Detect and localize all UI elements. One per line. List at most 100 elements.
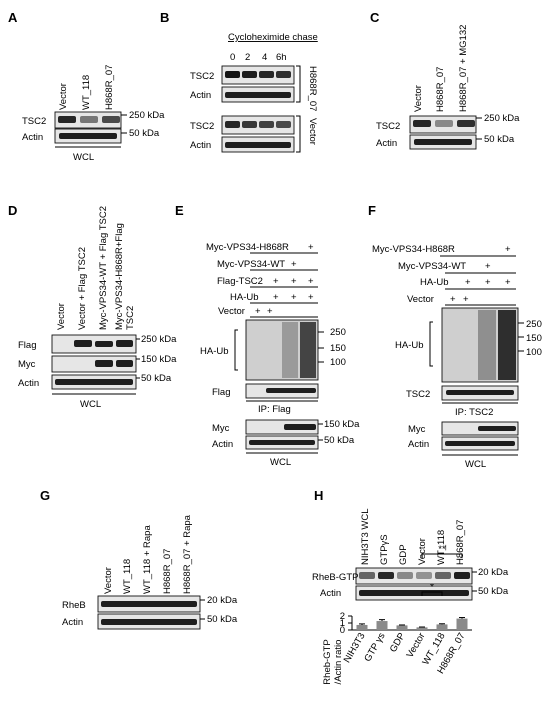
g-rheb-band — [101, 601, 197, 607]
g-lane-4: H868R_07 — [162, 549, 173, 594]
e-flag-band — [266, 388, 316, 393]
h-rhebgtp-band-4 — [416, 572, 432, 579]
a-tsc2-band-2 — [80, 116, 98, 123]
e-ip-label: IP: Flag — [258, 404, 291, 415]
panel-h-label: H — [314, 488, 323, 503]
h-chart-ylabel-1: Rheb-GTP — [322, 639, 333, 684]
c-marker-250: 250 kDa — [484, 113, 520, 124]
f-footer: WCL — [465, 459, 486, 470]
h-chart-ytick-label-0: 0 — [340, 625, 345, 636]
panel-c-label: C — [370, 10, 380, 25]
b-vector-tsc2-bands — [225, 121, 291, 128]
a-tsc2-bands — [58, 116, 120, 123]
a-marker-50: 50 kDa — [129, 128, 160, 139]
h-rhebgtp-bands — [359, 572, 470, 579]
g-marker-20: 20 kDa — [207, 595, 238, 606]
e-marker-100: 100 — [330, 357, 346, 368]
f-smear-label: HA-Ub — [395, 340, 424, 351]
f-row-actin: Actin — [408, 439, 429, 450]
e-plus-flag-5: + — [308, 276, 314, 287]
f-smear-lane-5 — [498, 310, 516, 380]
e-myc-band — [284, 424, 316, 430]
d-lane-1: Vector — [56, 303, 67, 330]
d-myc-band-4 — [116, 360, 133, 367]
h-chart-xlabel-2: GDP — [388, 631, 408, 654]
f-plus-ha-3: + — [465, 277, 471, 288]
e-cond-haub: HA-Ub — [230, 292, 259, 303]
e-plus-ha-3: + — [273, 292, 279, 303]
b-group-vector: Vector — [307, 118, 318, 145]
e-footer: WCL — [270, 457, 291, 468]
panel-b: B Cycloheximide chase 0 2 4 6h TSC2 Acti… — [160, 10, 318, 153]
e-cond-flagtsc2: Flag-TSC2 — [217, 276, 263, 287]
h-rhebgtp-band-2 — [378, 572, 394, 579]
f-tsc2-band — [446, 390, 514, 395]
f-smear-lane-4 — [478, 310, 496, 380]
panel-h: H NIH3T3 WCL GTPγS GDP Vector WT_118 H86… — [312, 488, 509, 685]
b-h868r-band-1 — [225, 71, 240, 78]
h-rhebgtp-band-6 — [454, 572, 470, 579]
d-actin-band — [55, 379, 133, 385]
a-tsc2-band-1 — [58, 116, 76, 123]
h-lane-6: H868R_07 — [455, 520, 466, 565]
b-row-tsc2-1: TSC2 — [190, 71, 214, 82]
h-lane-2-text: GTP — [379, 545, 390, 565]
d-blot-myc — [51, 355, 137, 373]
e-marker-w150: 150 kDa — [324, 419, 360, 430]
e-plus-h868r: + — [308, 242, 314, 253]
b-vector-band-2 — [242, 121, 257, 128]
b-bracket-vector — [296, 115, 301, 153]
d-row-flag: Flag — [18, 340, 36, 351]
a-lane-h868r: H868R_07 — [104, 65, 115, 110]
d-marker-50: 50 kDa — [141, 373, 172, 384]
h-chart-sig-label-0: * — [430, 582, 434, 593]
panel-e: E Myc-VPS34-H868R Myc-VPS34-WT Flag-TSC2… — [175, 203, 360, 468]
a-lane-vector: Vector — [58, 83, 69, 110]
d-flag-band-4 — [116, 340, 133, 347]
e-plus-flag-3: + — [273, 276, 279, 287]
e-smear-lane-4 — [282, 322, 298, 378]
h-row-rhebgtp: RheB-GTP — [312, 572, 358, 583]
a-lane-wt118: WT_118 — [81, 75, 92, 110]
a-tsc2-band-3 — [102, 116, 120, 123]
b-bracket-h868r — [296, 65, 301, 103]
e-actin-band — [249, 440, 315, 445]
f-ip-label: IP: TSC2 — [455, 407, 493, 418]
h-chart-bar-0 — [356, 624, 368, 630]
panel-b-label: B — [160, 10, 169, 25]
d-blot-flag — [51, 334, 137, 354]
panel-c: C Vector H868R_07 H868R_07 + MG132 TSC2 … — [370, 10, 520, 150]
h-lane-5: WT_118 — [436, 530, 447, 565]
e-smear-bracket — [234, 329, 238, 371]
f-marker-250: 250 — [526, 319, 542, 330]
h-lane-4: Vector — [417, 538, 428, 565]
d-myc-band-3 — [95, 360, 113, 367]
d-row-myc: Myc — [18, 359, 36, 370]
a-actin-band — [59, 133, 117, 139]
h-chart-sig-bracket-1 — [421, 553, 463, 558]
e-marker-150: 150 — [330, 343, 346, 354]
a-marker-250: 250 kDa — [129, 110, 165, 121]
panel-f-label: F — [368, 203, 376, 218]
h-actin-band — [359, 590, 469, 596]
c-tsc2-band-2 — [435, 120, 453, 127]
a-row-actin: Actin — [22, 132, 43, 143]
c-tsc2-bands — [413, 120, 475, 127]
d-footer: WCL — [80, 399, 101, 410]
b-row-actin-1: Actin — [190, 90, 211, 101]
b-time-0: 0 — [230, 52, 235, 63]
panel-g-label: G — [40, 488, 50, 503]
b-vector-band-4 — [276, 121, 291, 128]
d-lane-3: Myc-VPS34-WT + Flag TSC2 — [98, 206, 109, 330]
b-h868r-band-3 — [259, 71, 274, 78]
h-lane-1: NIH3T3 WCL — [360, 509, 371, 565]
e-marker-w50: 50 kDa — [324, 435, 355, 446]
h-lane-2-suffix: S — [379, 534, 390, 540]
h-chart-ytick-label-1: 1 — [340, 618, 345, 629]
c-row-actin: Actin — [376, 138, 397, 149]
f-cond-vector: Vector — [407, 294, 434, 305]
h-lane-2-gamma: γ — [379, 540, 390, 545]
d-flag-band-2 — [74, 340, 92, 347]
h-chart-ytick-label-2: 2 — [340, 611, 345, 622]
